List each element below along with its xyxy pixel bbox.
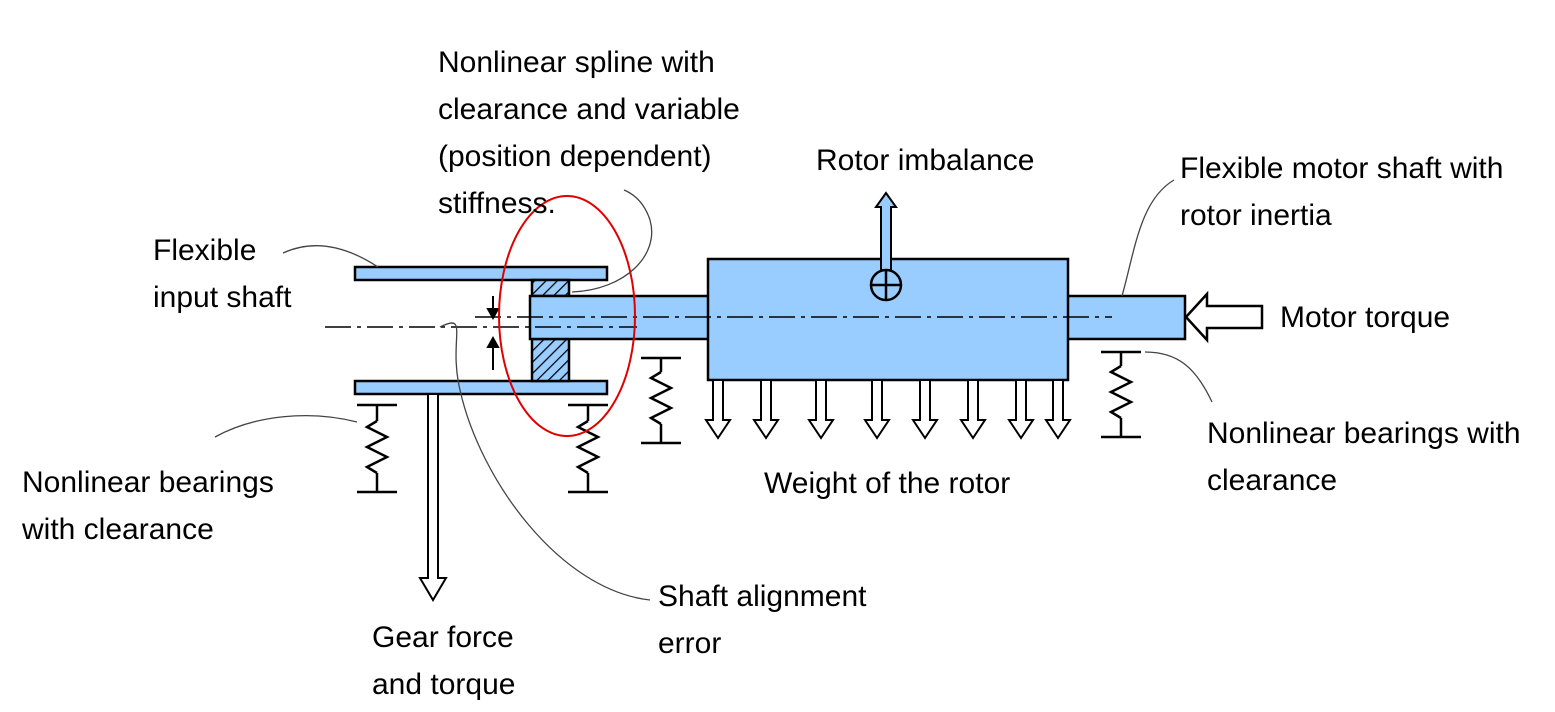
label-bearings-right: Nonlinear bearings with clearance bbox=[1207, 417, 1529, 497]
weight-arrow bbox=[807, 379, 835, 440]
leader-motor-shaft bbox=[1121, 179, 1175, 297]
leader-lines bbox=[214, 179, 1213, 601]
gear-force-arrow bbox=[418, 393, 448, 602]
label-input-shaft: Flexible input shaft bbox=[153, 234, 292, 314]
rotor-imbalance-arrow bbox=[874, 191, 898, 271]
alignment-error-arrows bbox=[486, 296, 500, 370]
leader-bearings-right bbox=[1144, 351, 1213, 403]
bearing-spring-middle bbox=[641, 356, 681, 445]
spline-highlight-ellipse bbox=[498, 195, 636, 437]
label-motor-shaft: Flexible motor shaft with rotor inertia bbox=[1180, 152, 1512, 232]
bearing-spring-right bbox=[1101, 350, 1141, 439]
spline-block-top bbox=[530, 278, 571, 298]
leader-bearings-left bbox=[214, 415, 358, 438]
imbalance-mass-icon bbox=[869, 268, 903, 302]
label-motor-torque: Motor torque bbox=[1280, 301, 1450, 334]
label-alignment-error: Shaft alignment error bbox=[658, 580, 875, 660]
label-spline: Nonlinear spline with clearance and vari… bbox=[438, 46, 748, 220]
weight-arrow bbox=[911, 379, 939, 440]
bearing-spring-left-2 bbox=[568, 403, 608, 494]
bearing-spring-left-1 bbox=[357, 403, 397, 494]
motor-torque-arrow bbox=[1184, 290, 1264, 344]
spline-block-bottom bbox=[530, 337, 571, 383]
label-rotor-imbalance: Rotor imbalance bbox=[816, 144, 1034, 177]
rotor-weight-arrows bbox=[704, 379, 1072, 440]
weight-arrow bbox=[959, 379, 987, 440]
leader-alignment bbox=[439, 322, 651, 601]
weight-arrow bbox=[704, 379, 732, 440]
input-shaft-top-plate bbox=[353, 265, 609, 282]
label-bearings-left: Nonlinear bearings with clearance bbox=[21, 466, 282, 546]
weight-arrow bbox=[752, 379, 780, 440]
leader-input-shaft bbox=[282, 245, 379, 268]
weight-arrow bbox=[863, 379, 891, 440]
weight-arrow bbox=[1044, 379, 1072, 440]
leader-spline bbox=[571, 189, 653, 293]
weight-arrow bbox=[1007, 379, 1035, 440]
label-gear-force: Gear force and torque bbox=[372, 621, 522, 701]
label-rotor-weight: Weight of the rotor bbox=[764, 467, 1010, 500]
input-shaft-bottom-plate bbox=[353, 379, 609, 396]
